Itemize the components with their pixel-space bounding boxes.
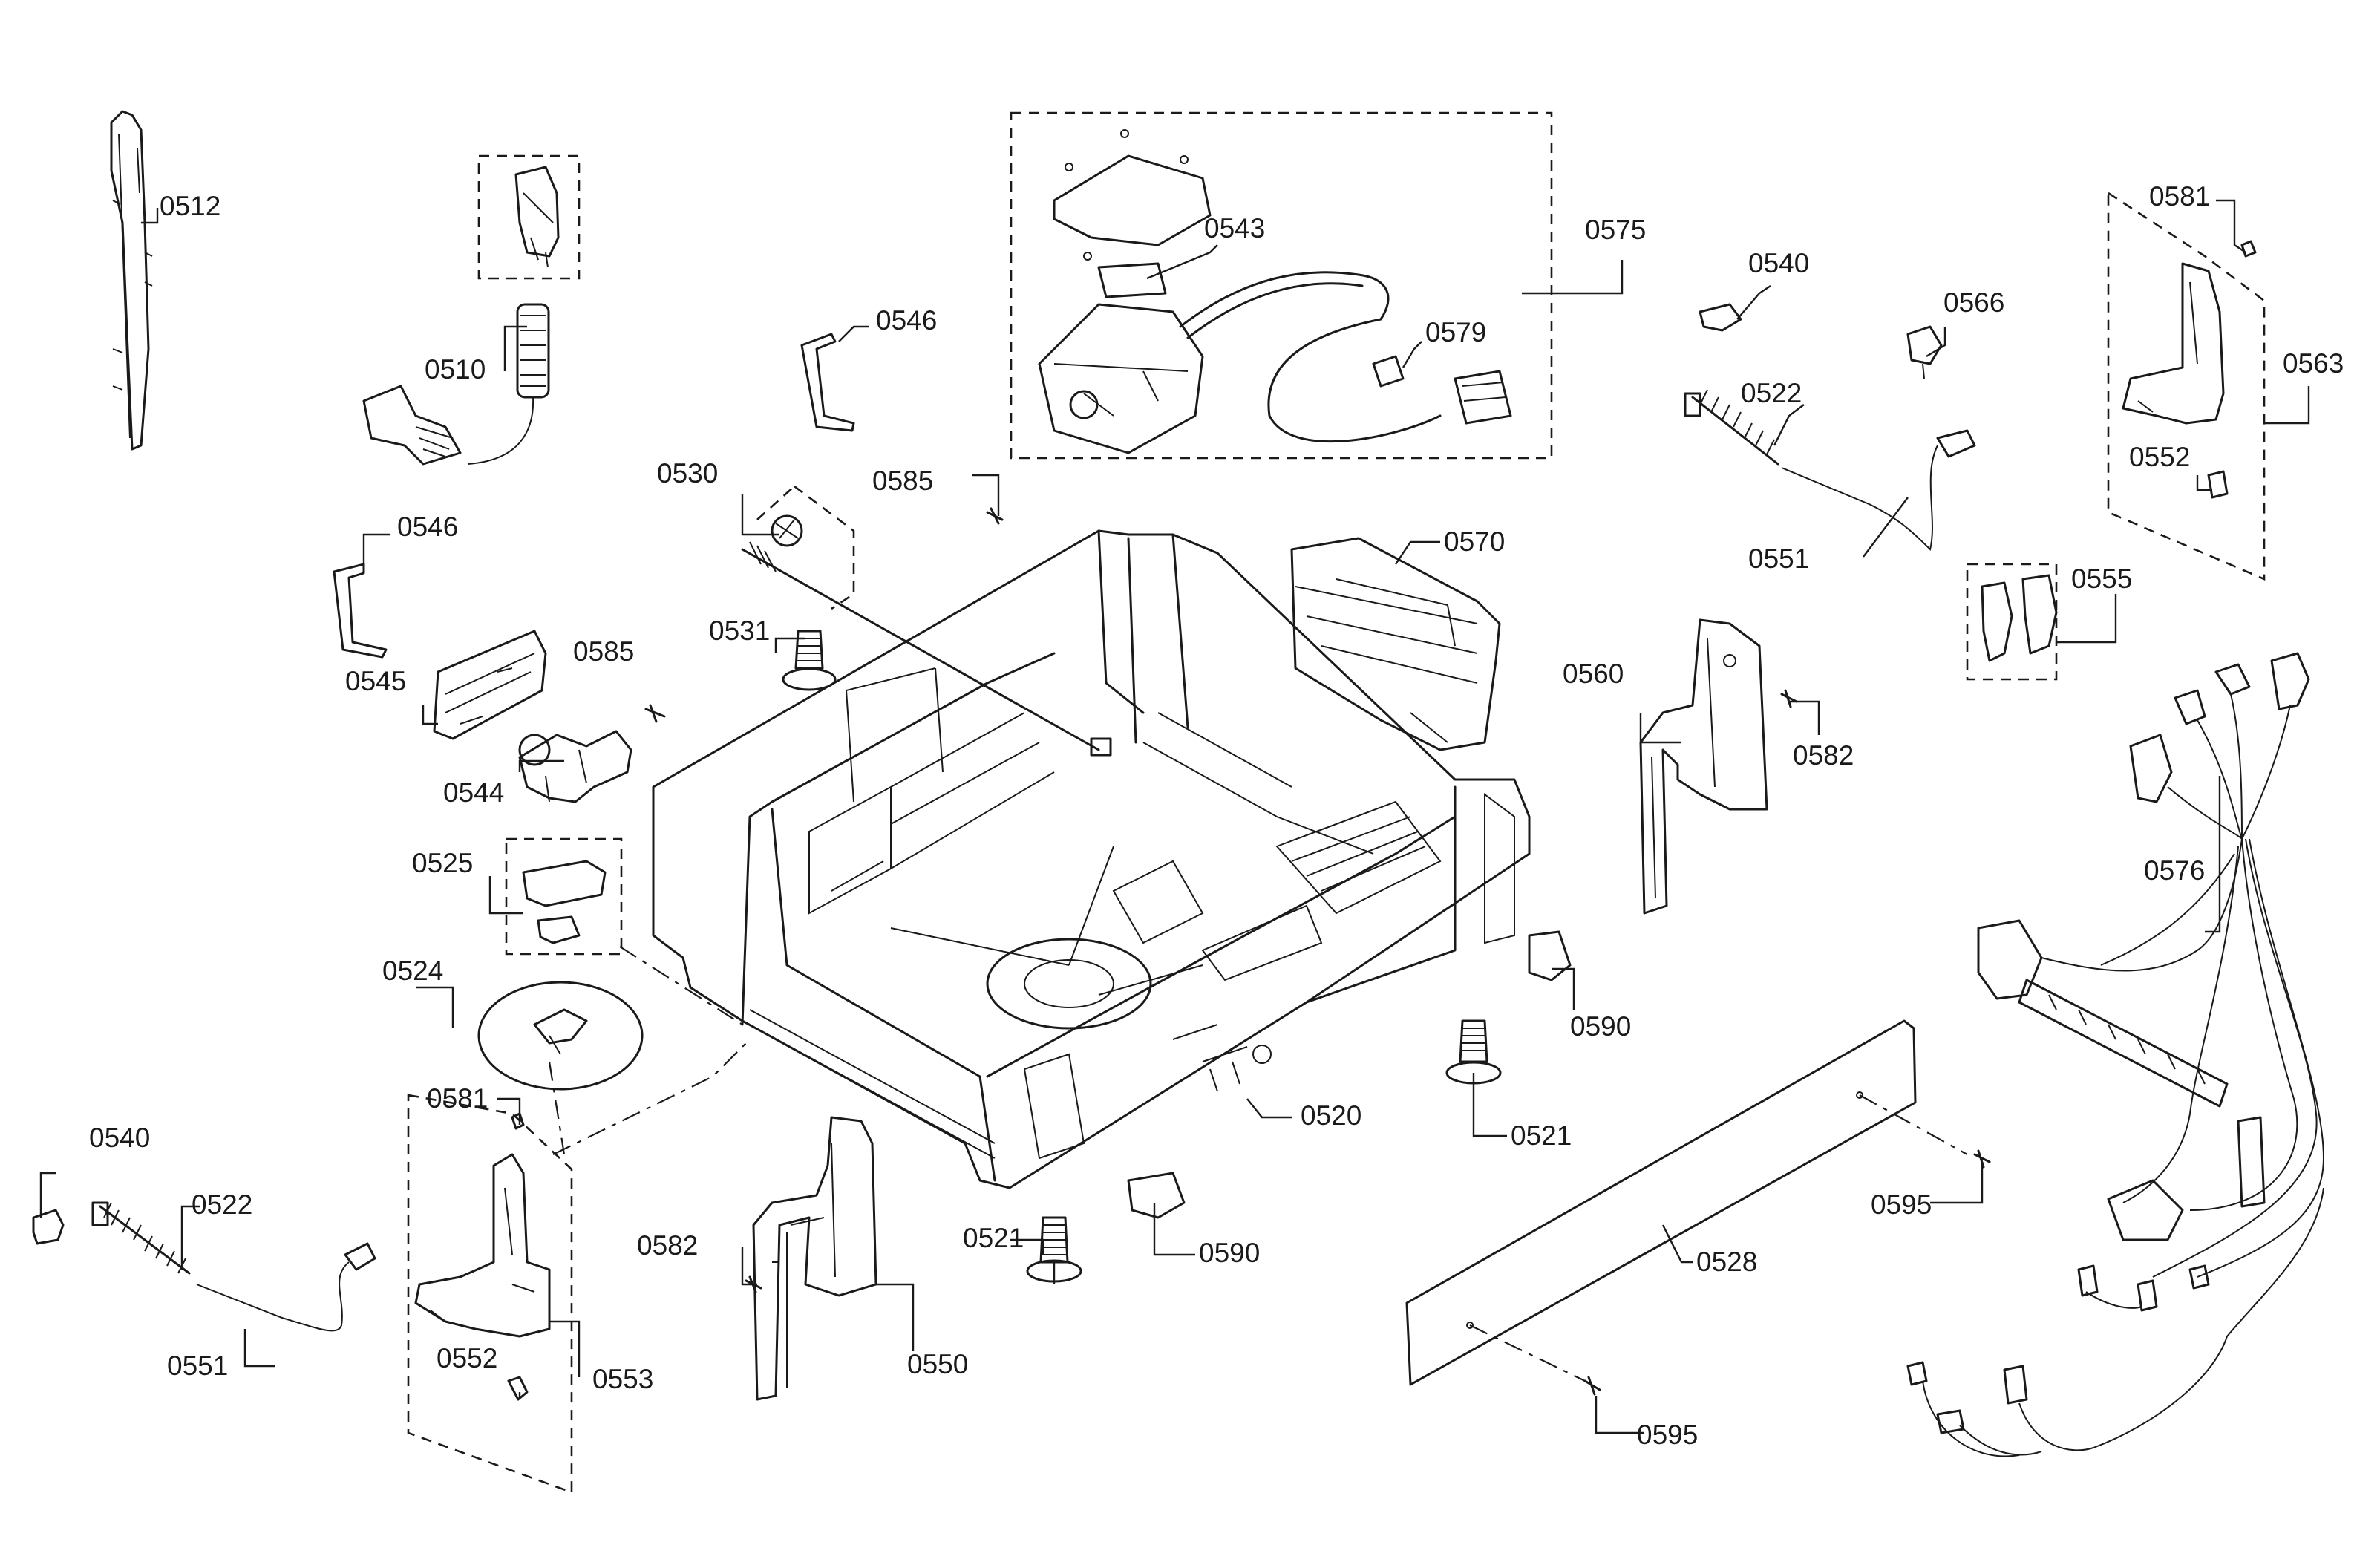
callout-0545: 0545 bbox=[345, 666, 406, 696]
callout-0555: 0555 bbox=[2071, 564, 2132, 594]
part-0551-cable-right bbox=[1781, 429, 1976, 551]
callout-0531: 0531 bbox=[709, 615, 770, 646]
callout-0570: 0570 bbox=[1444, 526, 1505, 557]
callout-0530: 0530 bbox=[657, 458, 718, 489]
part-0590-clip-right bbox=[1528, 930, 1572, 981]
part-0545-bracket bbox=[433, 630, 547, 740]
part-0546-bracket-upper bbox=[800, 333, 855, 432]
callout-0546-upper: 0546 bbox=[876, 305, 937, 336]
part-0530-rod bbox=[741, 514, 1112, 757]
callout-0585-lower: 0585 bbox=[573, 636, 634, 667]
part-0563-hinge-group-right bbox=[2107, 191, 2266, 581]
callout-0543: 0543 bbox=[1204, 213, 1265, 244]
part-0531-foot bbox=[782, 630, 837, 691]
part-0576-wire-harness bbox=[1906, 652, 2325, 1457]
callout-0550: 0550 bbox=[907, 1349, 968, 1379]
callout-0525: 0525 bbox=[412, 848, 473, 878]
part-0585-screw-lower bbox=[644, 704, 666, 723]
callout-0552-left: 0552 bbox=[437, 1343, 497, 1373]
part-0512-rail bbox=[110, 110, 153, 451]
part-0522-spring-right bbox=[1684, 389, 1779, 466]
callout-0575: 0575 bbox=[1585, 215, 1646, 245]
callout-0520: 0520 bbox=[1301, 1100, 1361, 1131]
callout-0576: 0576 bbox=[2144, 855, 2205, 886]
callout-0544: 0544 bbox=[443, 777, 504, 808]
callout-0510: 0510 bbox=[425, 354, 486, 385]
callout-0528: 0528 bbox=[1696, 1247, 1757, 1277]
callout-0546-lower: 0546 bbox=[397, 512, 458, 542]
part-0551-cable-left bbox=[196, 1242, 376, 1332]
part-0520-base-tub bbox=[652, 529, 1531, 1189]
part-0540-clip-right bbox=[1699, 303, 1742, 332]
part-0595-screw-lower bbox=[1583, 1376, 1601, 1396]
callout-0560: 0560 bbox=[1563, 659, 1624, 689]
part-0528-kick-plate bbox=[1405, 1019, 1968, 1386]
callout-labels: 0512 0510 0546 0546 0543 0575 0579 0540 … bbox=[89, 181, 2344, 1450]
assembly-lines bbox=[548, 485, 855, 1155]
part-0525-sensor bbox=[505, 837, 623, 956]
callout-0579: 0579 bbox=[1425, 317, 1486, 347]
part-0544-valve bbox=[518, 730, 632, 803]
callout-0563: 0563 bbox=[2283, 348, 2344, 379]
callout-0521-right: 0521 bbox=[1511, 1120, 1572, 1151]
callout-0590-center: 0590 bbox=[1199, 1238, 1260, 1268]
part-0582-screw-right bbox=[1780, 689, 1798, 708]
callout-0524: 0524 bbox=[382, 956, 443, 986]
leader-lines bbox=[39, 199, 2310, 1434]
callout-0521-center: 0521 bbox=[963, 1223, 1024, 1253]
callout-0522-right: 0522 bbox=[1741, 378, 1802, 408]
callout-0566: 0566 bbox=[1943, 287, 2004, 318]
callout-0540-right: 0540 bbox=[1748, 248, 1809, 278]
part-0570-control-module bbox=[1290, 537, 1501, 751]
callout-0582-right: 0582 bbox=[1793, 740, 1854, 771]
callout-0585-upper: 0585 bbox=[872, 466, 933, 496]
callout-0522-left: 0522 bbox=[192, 1189, 252, 1220]
callout-0581-left: 0581 bbox=[427, 1083, 488, 1114]
callout-0540-left: 0540 bbox=[89, 1123, 150, 1153]
callout-0590-right: 0590 bbox=[1570, 1011, 1631, 1042]
callout-0552-right: 0552 bbox=[2129, 442, 2190, 472]
part-0555-clips bbox=[1966, 563, 2058, 681]
part-0546-bracket-lower bbox=[333, 563, 388, 659]
part-0522-spring-left bbox=[91, 1201, 191, 1275]
part-0575-pump-group bbox=[1010, 111, 1553, 460]
part-0590-clip-center bbox=[1127, 1172, 1186, 1219]
callout-0582-center: 0582 bbox=[637, 1230, 698, 1261]
callout-0595-right: 0595 bbox=[1871, 1189, 1932, 1220]
part-0550-hinge-center bbox=[752, 1116, 877, 1401]
callout-0551-right: 0551 bbox=[1748, 543, 1809, 574]
part-0560-hinge-right bbox=[1639, 618, 1768, 915]
part-0510-hose bbox=[362, 154, 581, 466]
part-0553-hinge-left bbox=[407, 1094, 573, 1494]
part-0585-screw-upper bbox=[986, 507, 1004, 525]
callout-0595-lower: 0595 bbox=[1637, 1420, 1698, 1450]
callout-0553: 0553 bbox=[592, 1364, 653, 1394]
callout-0551-left: 0551 bbox=[167, 1350, 228, 1381]
part-0566-sensor bbox=[1906, 325, 1943, 379]
part-0524-disk bbox=[477, 981, 644, 1091]
callout-0581-right: 0581 bbox=[2149, 181, 2210, 212]
callout-0512: 0512 bbox=[160, 191, 220, 221]
part-0540-clip-left bbox=[32, 1209, 65, 1245]
